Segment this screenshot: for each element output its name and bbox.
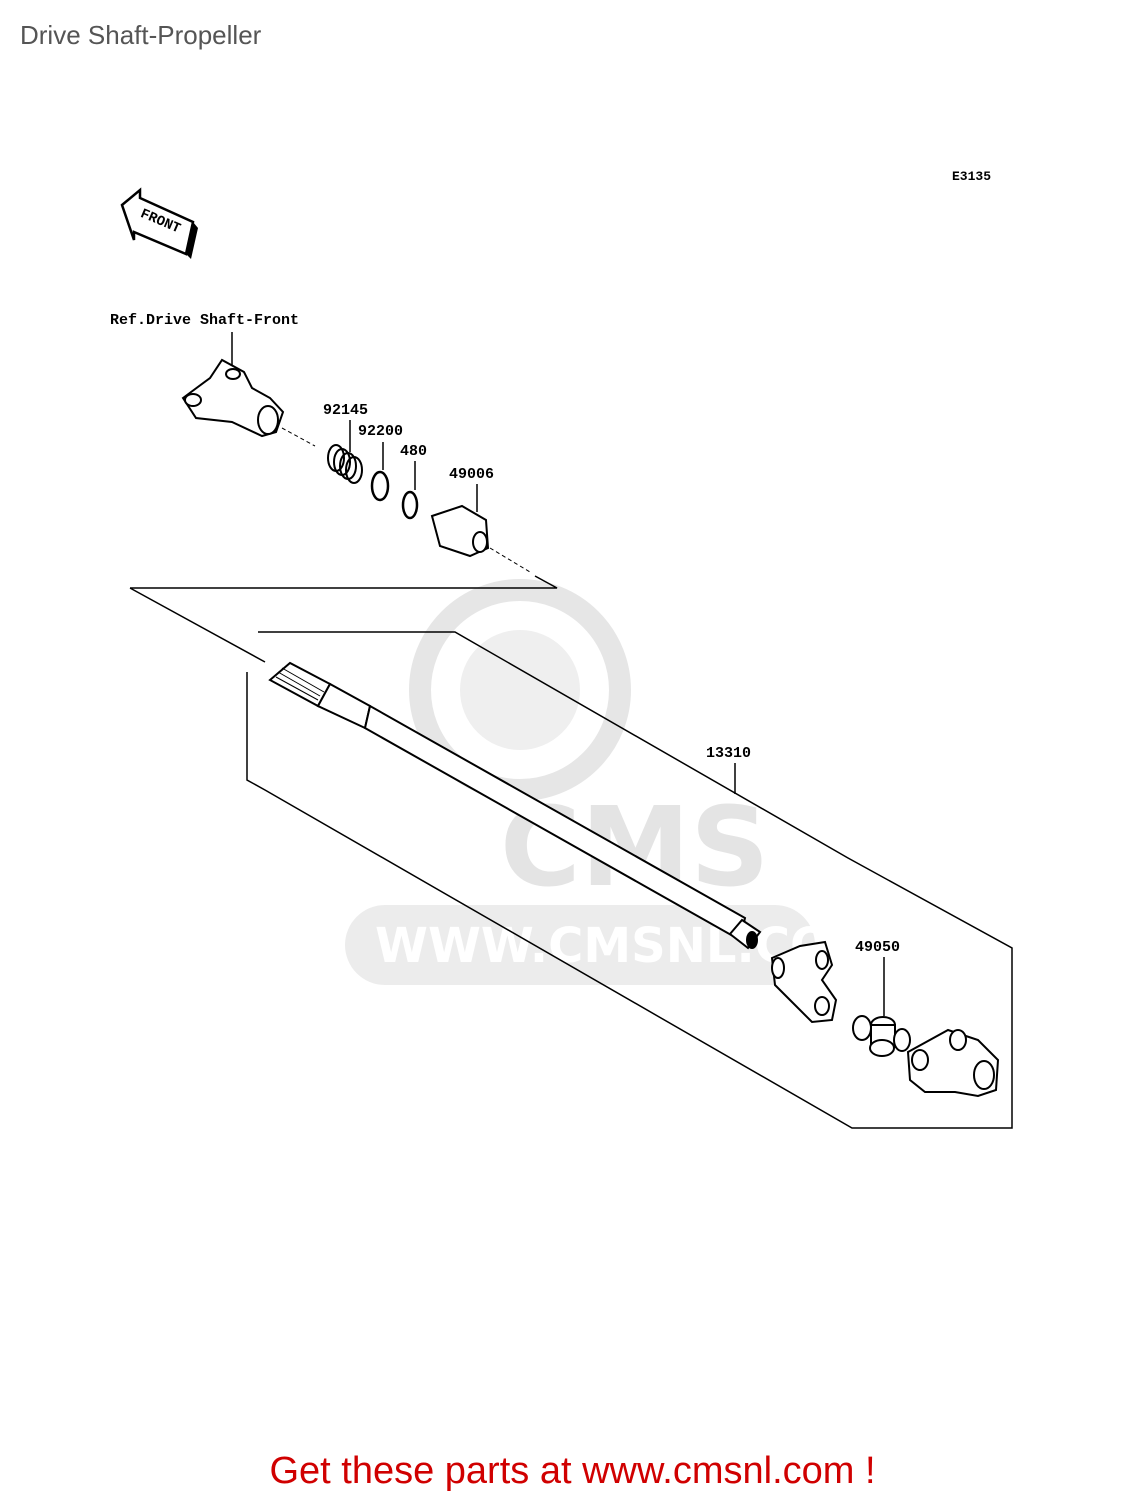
part-number-13310: 13310 — [706, 745, 751, 762]
ring-480 — [401, 490, 419, 520]
cms-watermark: CMS WWW.CMSNL.COM — [345, 579, 879, 985]
assembly-bracket-lines — [129, 575, 1013, 1129]
front-yoke — [181, 358, 285, 438]
boot-49006 — [430, 504, 490, 558]
part-number-480: 480 — [400, 443, 427, 460]
rear-yoke — [906, 1028, 1000, 1098]
parts-diagram: CMS WWW.CMSNL.COM E3135 FRONT Ref.Drive … — [110, 169, 1013, 1129]
propeller-shaft-13310 — [268, 661, 762, 950]
front-arrow-icon: FRONT — [120, 187, 198, 259]
universal-joint-49050 — [852, 1015, 911, 1057]
cta-link[interactable]: Get these parts at www.cmsnl.com ! — [269, 1450, 876, 1492]
part-number-49050: 49050 — [855, 939, 900, 956]
ref-drive-shaft-label: Ref.Drive Shaft-Front — [110, 312, 299, 329]
part-number-92200: 92200 — [358, 423, 403, 440]
page-title: Drive Shaft-Propeller — [20, 20, 262, 50]
diagram-code: E3135 — [952, 169, 991, 184]
part-number-92145: 92145 — [323, 402, 368, 419]
spring-92145 — [327, 444, 363, 484]
part-number-49006: 49006 — [449, 466, 494, 483]
ring-92200 — [370, 470, 390, 502]
shaft-yoke — [770, 940, 838, 1024]
